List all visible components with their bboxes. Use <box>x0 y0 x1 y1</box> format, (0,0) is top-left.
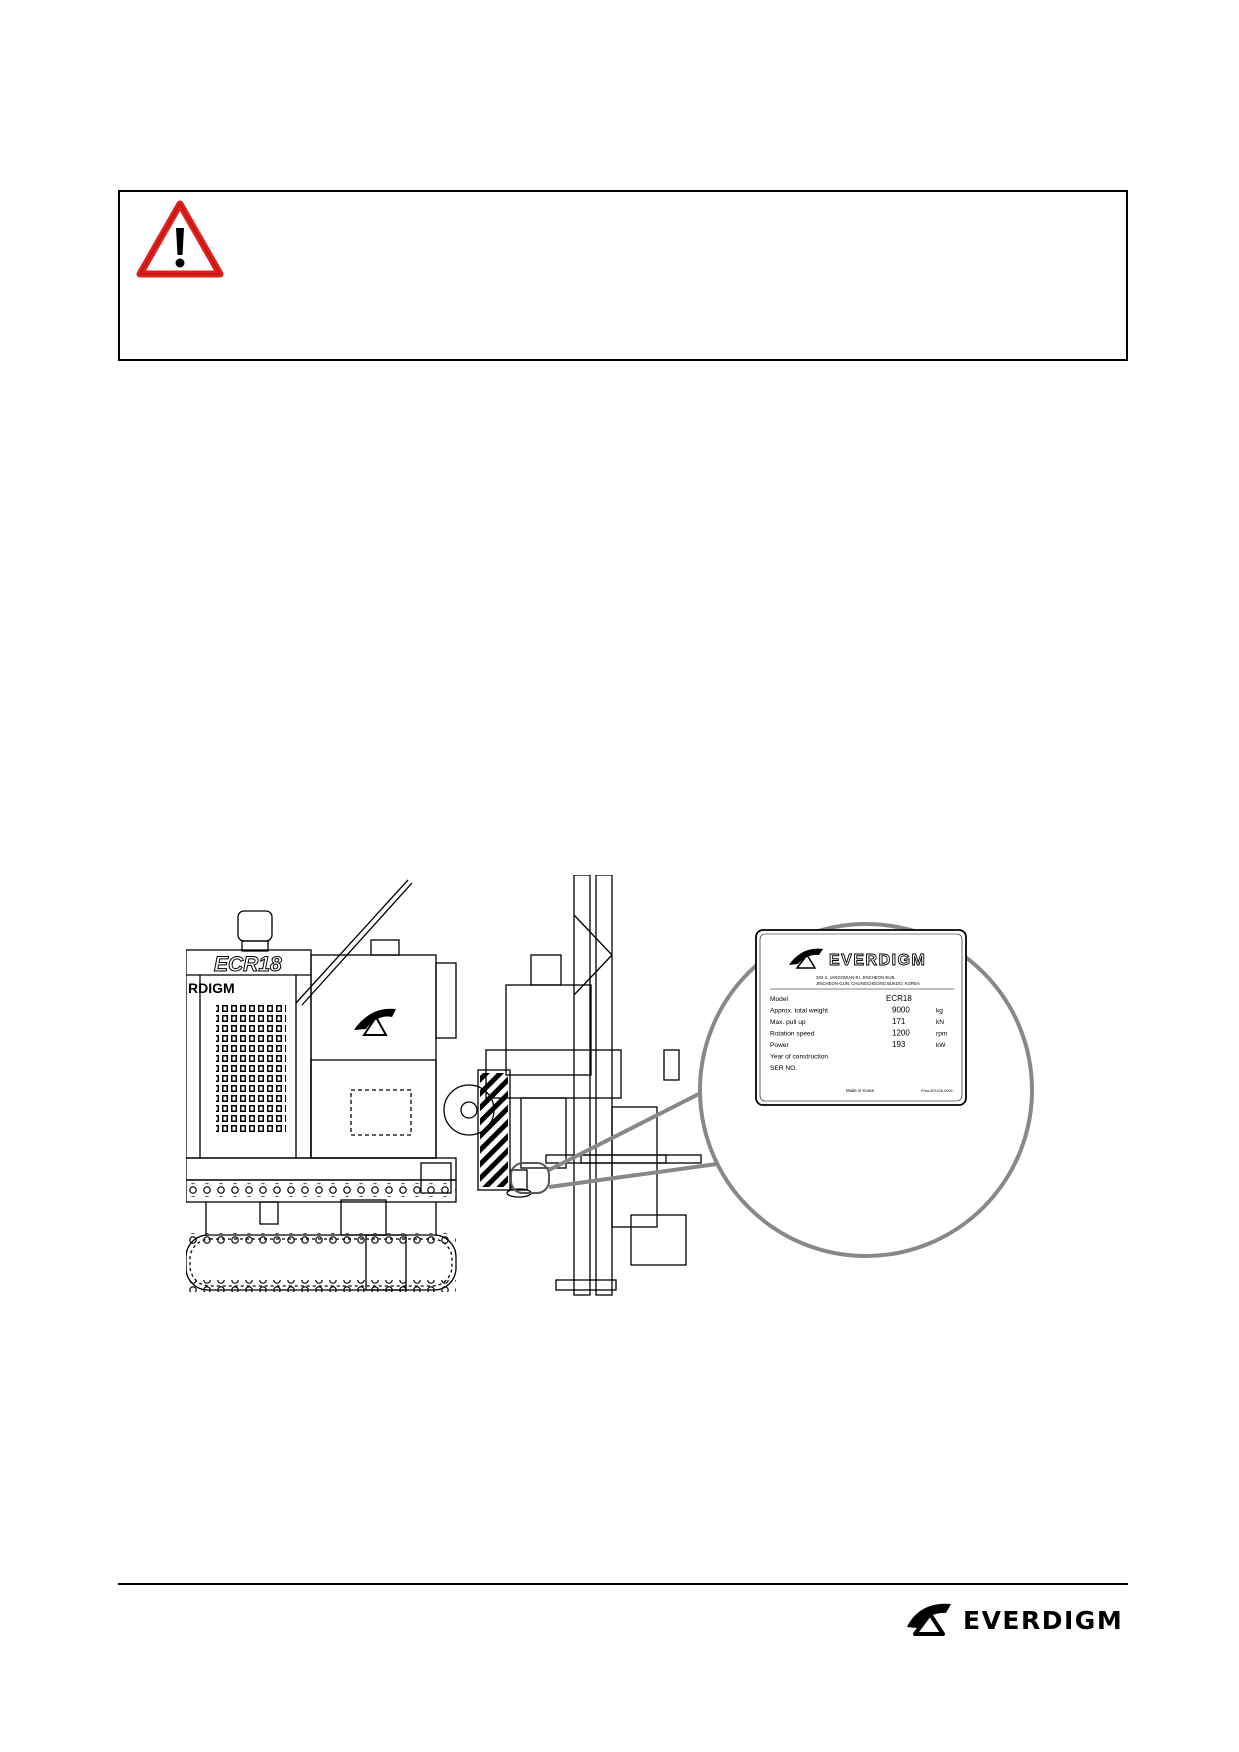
warning-triangle-icon <box>136 200 224 278</box>
plate-row-label: Model <box>770 996 788 1003</box>
plate-row-value: 1200 <box>892 1029 910 1038</box>
cover-logo-icon <box>354 1008 396 1036</box>
plate-row-value: 171 <box>892 1017 906 1026</box>
footer-brand: EVERDIGM <box>963 1605 1124 1635</box>
plate-part-no: P/no-ED126-0001 <box>921 1088 954 1093</box>
footer-logo: EVERDIGM <box>905 1600 1127 1640</box>
plate-address-line2: JINCHEON-GUN, CHUNGCHEONG BUKDO, KOREA <box>816 981 920 986</box>
plate-made-in: Made in Korea <box>846 1088 875 1093</box>
plate-location-marker <box>510 1162 550 1194</box>
plate-row-label: Rotation speed <box>770 1031 815 1038</box>
identification-plate: EVERDIGM 332-3, JANGGWAN-RI, JINCHEON-EU… <box>755 929 967 1106</box>
machine-brand-partial: RDIGM <box>188 980 235 996</box>
plate-row-label: Max. pull up <box>770 1019 806 1026</box>
plate-row-value: ECR18 <box>886 994 912 1003</box>
plate-row-unit: kg <box>936 1008 943 1015</box>
plate-address-line1: 332-3, JANGGWAN-RI, JINCHEON-EUB, <box>816 975 896 980</box>
track-chain-top <box>186 1233 456 1245</box>
machine-model-label: ECR18 <box>214 953 282 976</box>
plate-brand: EVERDIGM <box>829 952 926 969</box>
plate-row-unit: kW <box>936 1042 946 1049</box>
plate-row-value: 193 <box>892 1040 906 1049</box>
track-rollers <box>186 1183 456 1197</box>
plate-row-label: Approx. total weight <box>770 1008 828 1015</box>
plate-row-label: Power <box>770 1042 789 1049</box>
plate-row-value: 9000 <box>892 1006 910 1015</box>
plate-row-unit: rpm <box>936 1031 948 1038</box>
everdigm-logo-icon <box>907 1603 951 1636</box>
plate-row-unit: kN <box>936 1019 944 1026</box>
warning-box <box>118 190 1128 361</box>
plate-logo-icon <box>789 948 823 969</box>
footer-rule <box>118 1583 1128 1585</box>
plate-row-label: Year of construction <box>770 1054 828 1061</box>
engine-grille <box>216 1003 286 1133</box>
track-chain-bottom <box>186 1280 456 1292</box>
machine-figure: ECR18 RDIGM <box>186 875 1034 1296</box>
hatched-guard <box>480 1073 508 1187</box>
plate-row-label: SER NO. <box>770 1065 797 1072</box>
